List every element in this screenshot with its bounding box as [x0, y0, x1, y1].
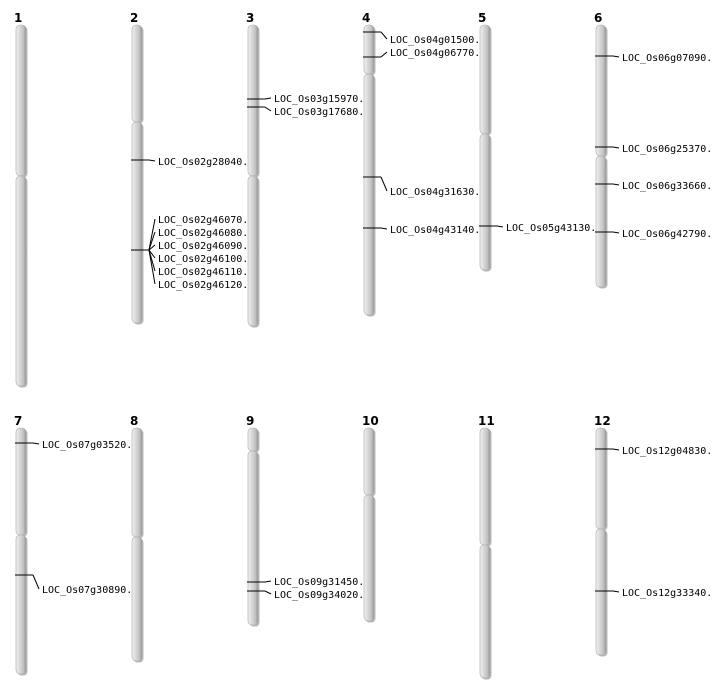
gene-label: LOC_Os02g46110.1 — [158, 267, 254, 278]
gene-leader-line — [612, 183, 620, 186]
gene-label: LOC_Os09g34020.1 — [274, 590, 370, 601]
gene-leader-line — [148, 249, 156, 285]
gene-leader-line — [32, 574, 40, 590]
gene-label: LOC_Os07g30890.1 — [42, 585, 138, 596]
chromosome-10: 10 — [362, 414, 379, 623]
gene-label: LOC_Os04g01500.1 — [390, 35, 486, 46]
chromosome-arm — [479, 427, 491, 546]
chromosome-arm — [15, 24, 27, 177]
chromosome-arm — [131, 121, 143, 324]
gene-label: LOC_Os06g33660.1 — [622, 181, 712, 192]
chromosome-number: 10 — [362, 414, 379, 428]
chromosome-arm — [15, 427, 27, 536]
chromosome-arm — [247, 24, 259, 177]
chromosome-arm — [15, 175, 27, 387]
gene-leader-line — [496, 225, 504, 228]
chromosome-arm — [131, 427, 143, 538]
chromosome-6: 6LOC_Os06g07090.1LOC_Os06g25370.1LOC_Os0… — [594, 11, 712, 289]
gene-label: LOC_Os04g43140.1 — [390, 225, 486, 236]
chromosome-arm — [247, 175, 259, 327]
gene-label: LOC_Os12g04830.1 — [622, 446, 712, 457]
chromosome-number: 3 — [246, 11, 254, 25]
gene-leader-line — [264, 580, 272, 583]
chromosome-arm — [595, 528, 607, 656]
chromosome-2: 2LOC_Os02g28040.1LOC_Os02g46070.1LOC_Os0… — [130, 11, 254, 325]
gene-leader-line — [32, 442, 40, 445]
gene-leader-line — [612, 146, 620, 149]
gene-label: LOC_Os04g31630.1 — [390, 187, 486, 198]
gene-leader-line — [148, 249, 156, 259]
gene-leader-line — [148, 218, 156, 251]
chromosome-number: 7 — [14, 414, 22, 428]
gene-label: LOC_Os07g03520.1 — [42, 440, 138, 451]
chromosome-arm — [15, 534, 27, 675]
chromosome-number: 11 — [478, 414, 495, 428]
chromosome-arm — [363, 427, 375, 496]
chromosome-arm — [595, 24, 607, 157]
gene-label: LOC_Os06g25370.1 — [622, 144, 712, 155]
gene-label: LOC_Os04g06770.1 — [390, 48, 486, 59]
gene-leader-line — [612, 448, 620, 451]
chromosome-arm — [595, 155, 607, 288]
gene-label: LOC_Os02g46090.1 — [158, 241, 254, 252]
chromosome-arm — [595, 427, 607, 530]
gene-leader-line — [380, 31, 388, 40]
chromosome-number: 1 — [14, 11, 22, 25]
gene-label: LOC_Os02g46070.1 — [158, 215, 254, 226]
chromosome-arm — [131, 536, 143, 662]
chromosome-number: 5 — [478, 11, 486, 25]
gene-leader-line — [612, 55, 620, 58]
gene-leader-line — [380, 51, 388, 58]
gene-leader-line — [264, 97, 272, 100]
gene-label: LOC_Os03g17680.1 — [274, 107, 370, 118]
gene-leader-line — [380, 176, 388, 192]
chromosome-arm — [247, 427, 259, 452]
chromosome-number: 4 — [362, 11, 370, 25]
gene-label: LOC_Os05g43130.1 — [506, 223, 602, 234]
gene-label: LOC_Os06g07090.1 — [622, 53, 712, 64]
chromosome-arm — [479, 133, 491, 271]
chromosome-number: 12 — [594, 414, 611, 428]
chromosome-4: 4LOC_Os04g01500.1LOC_Os04g06770.1LOC_Os0… — [362, 11, 486, 317]
chromosome-number: 6 — [594, 11, 602, 25]
chromosome-number: 2 — [130, 11, 138, 25]
gene-label: LOC_Os12g33340.1 — [622, 588, 712, 599]
chromosome-number: 8 — [130, 414, 138, 428]
chromosome-number: 9 — [246, 414, 254, 428]
gene-leader-line — [380, 227, 388, 230]
gene-leader-line — [612, 590, 620, 593]
chromosome-arm — [131, 24, 143, 123]
gene-leader-line — [148, 244, 156, 251]
gene-label: LOC_Os06g42790.1 — [622, 229, 712, 240]
chromosome-arm — [247, 450, 259, 626]
gene-label: LOC_Os02g46100.1 — [158, 254, 254, 265]
gene-label: LOC_Os09g31450.1 — [274, 577, 370, 588]
chromosome-11: 11 — [478, 414, 495, 680]
chromosome-8: 8 — [130, 414, 144, 663]
gene-leader-line — [612, 231, 620, 234]
gene-leader-line — [264, 590, 272, 595]
chromosome-arm — [363, 73, 375, 316]
gene-leader-line — [264, 106, 272, 112]
gene-leader-line — [148, 231, 156, 251]
chromosome-arm — [479, 24, 491, 135]
chromosome-1: 1 — [14, 11, 28, 388]
gene-label: LOC_Os02g28040.1 — [158, 157, 254, 168]
gene-label: LOC_Os02g46080.1 — [158, 228, 254, 239]
gene-label: LOC_Os02g46120.1 — [158, 280, 254, 291]
gene-label: LOC_Os03g15970.1 — [274, 94, 370, 105]
chromosome-arm — [363, 494, 375, 622]
chromosome-arm — [479, 544, 491, 679]
gene-leader-line — [148, 159, 156, 162]
